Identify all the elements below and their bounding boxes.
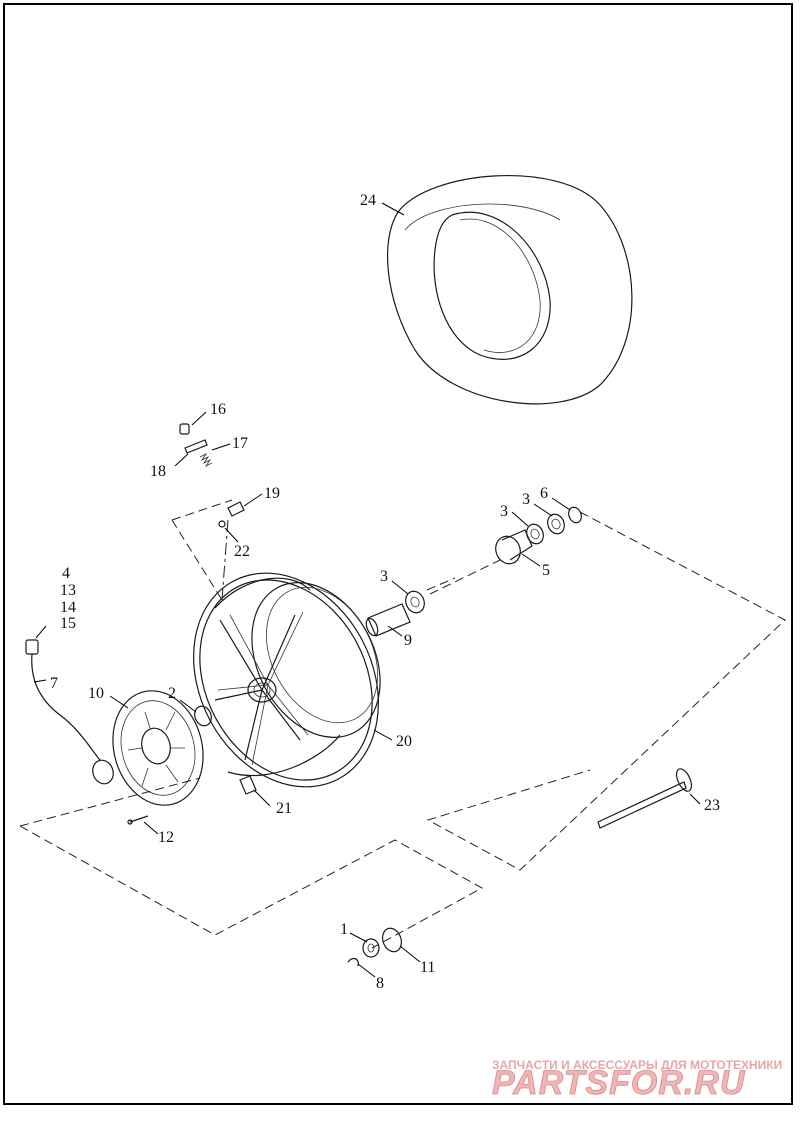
bearing-left[interactable] [192,704,214,729]
label-9: 9 [404,632,412,649]
seal-6[interactable] [566,505,583,524]
valve-cap[interactable] [179,423,190,435]
label-4: 4 [62,565,70,582]
label-18: 18 [150,463,166,480]
disc-screw[interactable] [127,815,149,825]
label-1: 1 [340,921,348,938]
valve-stem[interactable] [227,501,245,517]
axle-spacer[interactable] [492,529,533,567]
label-6: 6 [540,485,548,502]
label-19: 19 [264,485,280,502]
bearing-3a[interactable] [524,522,546,547]
valve-stem-core[interactable] [184,439,208,454]
leader-lines [33,202,701,978]
label-11: 11 [420,959,435,976]
label-22: 22 [234,543,250,560]
valve-washer[interactable] [218,520,226,528]
label-24: 24 [360,192,376,209]
abs-sensor[interactable] [25,639,117,787]
axle-nut[interactable] [362,938,380,958]
brake-disc[interactable] [100,681,215,816]
label-8: 8 [376,975,384,992]
spacer-21[interactable] [239,775,257,795]
label-21: 21 [276,800,292,817]
label-3-hub: 3 [380,568,388,585]
label-3-right: 3 [522,491,530,508]
watermark-tagline: ЗАПЧАСТИ И АКСЕССУАРЫ ДЛЯ МОТОТЕХНИКИ [492,1058,782,1072]
label-13: 13 [60,582,76,599]
bearing-3b[interactable] [545,512,567,537]
watermark-brand: PARTSFOR.RU [492,1064,746,1102]
label-3-left: 3 [500,503,508,520]
watermark: ЗАПЧАСТИ И АКСЕССУАРЫ ДЛЯ МОТОТЕХНИКИ PA… [492,1058,783,1102]
wheel-rim[interactable] [157,541,414,820]
label-10: 10 [88,685,104,702]
retaining-clip-8[interactable] [347,957,359,967]
label-16: 16 [210,401,226,418]
label-5: 5 [542,562,550,579]
label-7: 7 [50,675,58,692]
bearing-right[interactable] [403,588,428,615]
label-17: 17 [232,435,248,452]
label-15: 15 [60,615,76,632]
valve-spring[interactable] [199,452,213,468]
washer-11[interactable] [379,926,404,955]
label-20: 20 [396,733,412,750]
assembly-lines [19,499,786,949]
label-2: 2 [168,685,176,702]
tire[interactable] [386,174,633,405]
part-labels: 24 16 17 18 19 22 3 9 3 3 6 5 4 13 14 15… [50,192,720,992]
label-14: 14 [60,599,76,616]
diagram-frame [3,3,793,1105]
label-23: 23 [704,797,720,814]
spacer-sleeve[interactable] [364,603,411,637]
axle[interactable] [597,767,695,829]
label-12: 12 [158,829,174,846]
